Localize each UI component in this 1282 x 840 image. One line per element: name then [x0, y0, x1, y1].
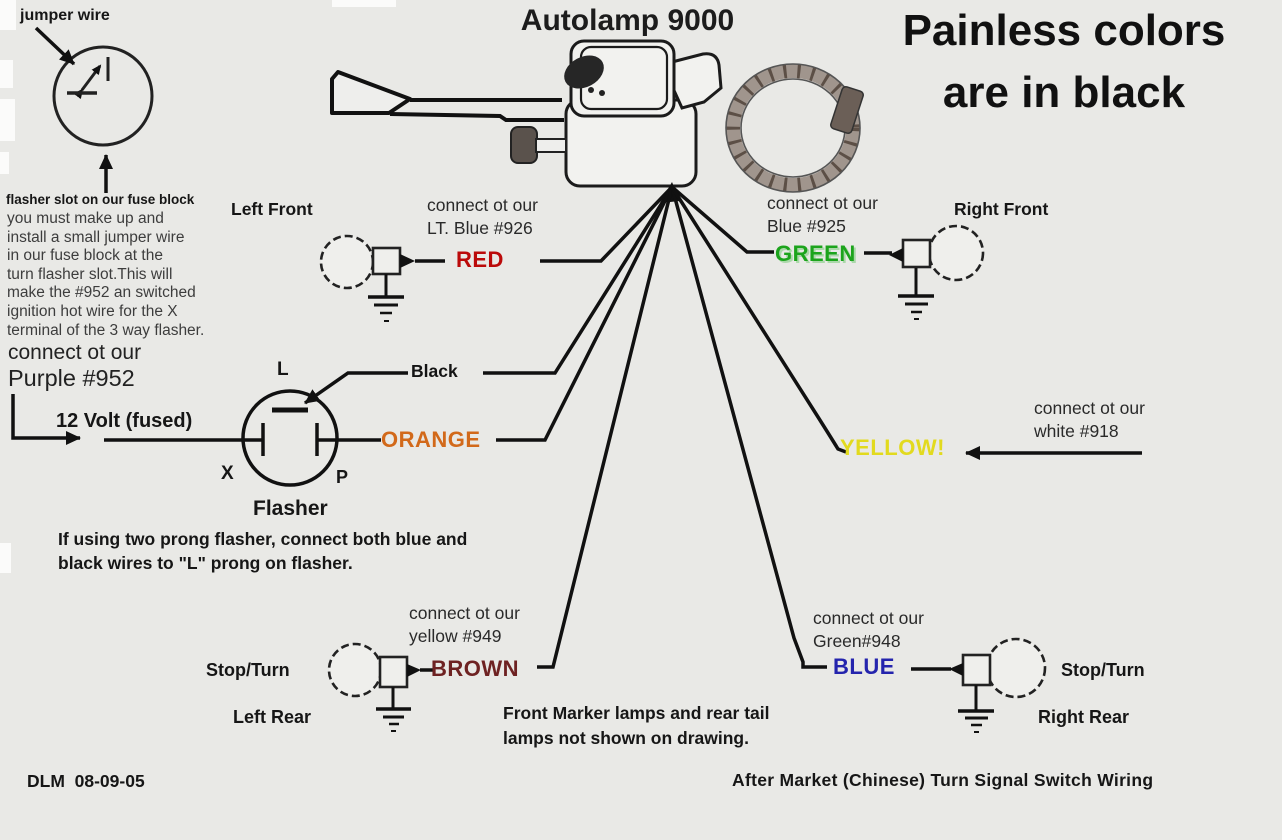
painless-note: Painless colors are in black — [902, 6, 1226, 117]
wires — [11, 185, 1142, 672]
right-front-lamp — [889, 224, 985, 320]
socket-terminal — [407, 664, 421, 677]
footer-caption: After Market (Chinese) Turn Signal Switc… — [732, 770, 1154, 790]
scan-artifact — [0, 99, 15, 141]
green-wire — [670, 185, 774, 254]
flasher-slot-label: flasher slot on our fuse block — [6, 192, 195, 207]
stop-turn-right-label: Stop/Turn — [1061, 660, 1145, 680]
jumper-wire-pointer-arrow — [34, 26, 76, 66]
green-wire-label: GREEN — [775, 241, 856, 266]
blue-connect-note: connect ot our Green#948 — [813, 608, 924, 651]
red-connect-note: connect ot our LT. Blue #926 — [427, 195, 538, 238]
purple-wire-name: Purple #952 — [8, 365, 135, 391]
ground-icon — [376, 687, 411, 732]
scan-artifact — [332, 0, 396, 7]
left-rear-label: Left Rear — [233, 707, 312, 727]
flasher-terminal-x: X — [221, 463, 234, 484]
connect-purple-label: connect ot our — [8, 341, 142, 364]
turn-signal-switch-drawing — [330, 39, 864, 203]
jumper-wire-label: jumper wire — [20, 7, 110, 24]
black-wire — [483, 186, 674, 375]
yellow-wire-label: YELLOW! — [840, 435, 945, 460]
right-front-label: Right Front — [954, 199, 1049, 219]
flasher-circle — [241, 389, 339, 487]
supply-label: 12 Volt (fused) — [56, 410, 193, 432]
right-rear-lamp — [949, 637, 1047, 733]
bulb-socket — [901, 238, 932, 269]
red-wire-label: RED — [456, 247, 504, 272]
scan-artifact — [0, 0, 16, 30]
supply-12v-arrow — [11, 394, 81, 445]
brown-wire — [537, 186, 674, 669]
orange-wire — [496, 186, 674, 442]
bulb-socket — [378, 655, 409, 689]
flasher-label: Flasher — [253, 497, 328, 520]
ground-icon — [958, 685, 994, 733]
brown-wire-label: BROWN — [431, 656, 520, 681]
fuse-block-instructions: you must make up and install a small jum… — [7, 210, 205, 339]
blue-wire — [670, 186, 827, 669]
right-rear-label: Right Rear — [1038, 707, 1130, 727]
black-wire-label: Black — [411, 361, 458, 381]
brown-connect-note: connect ot our yellow #949 — [409, 603, 520, 646]
socket-terminal — [400, 254, 415, 268]
jumper-double-arrow — [73, 64, 102, 100]
stop-turn-left-label: Stop/Turn — [206, 660, 290, 680]
scan-artifact — [0, 543, 11, 573]
left-rear-lamp — [327, 642, 421, 732]
socket-terminal — [889, 248, 903, 262]
switch-lever — [330, 70, 564, 122]
black-wire-to-flasher-l — [303, 371, 408, 405]
socket-terminal — [949, 663, 963, 676]
blue-wire-label: BLUE — [833, 654, 895, 679]
bulb-icon — [319, 234, 375, 290]
bulb-socket — [961, 653, 992, 687]
left-front-label: Left Front — [231, 199, 313, 219]
switch-mount-knob — [510, 126, 567, 164]
page-title: Autolamp 9000 — [520, 4, 735, 37]
ground-icon — [898, 268, 934, 320]
green-connect-note: connect ot our Blue #925 — [767, 193, 878, 236]
bulb-icon — [985, 637, 1047, 699]
bulb-icon — [327, 642, 383, 698]
red-wire — [540, 185, 674, 263]
scan-artifact — [0, 152, 9, 174]
fuse-block-symbol — [34, 26, 154, 193]
bulb-socket — [371, 246, 402, 276]
yellow-connect-note: connect ot our white #918 — [1034, 398, 1145, 441]
marker-lamps-note: Front Marker lamps and rear tail lamps n… — [503, 703, 770, 748]
left-front-lamp — [319, 234, 415, 322]
flasher-terminal-p: P — [336, 467, 349, 487]
column-clamp — [725, 63, 864, 193]
flasher-terminal-l: L — [277, 359, 289, 380]
yellow-wire — [670, 186, 847, 454]
bulb-icon — [927, 224, 985, 282]
switch-body — [564, 39, 723, 188]
two-prong-note: If using two prong flasher, connect both… — [58, 529, 468, 573]
footer-initials-date: DLM 08-09-05 — [27, 771, 145, 791]
scan-artifact — [0, 60, 13, 88]
flasher-symbol — [241, 389, 339, 487]
fuse-block-circle — [52, 45, 154, 147]
ground-icon — [368, 274, 404, 322]
orange-wire-label: ORANGE — [381, 427, 481, 452]
